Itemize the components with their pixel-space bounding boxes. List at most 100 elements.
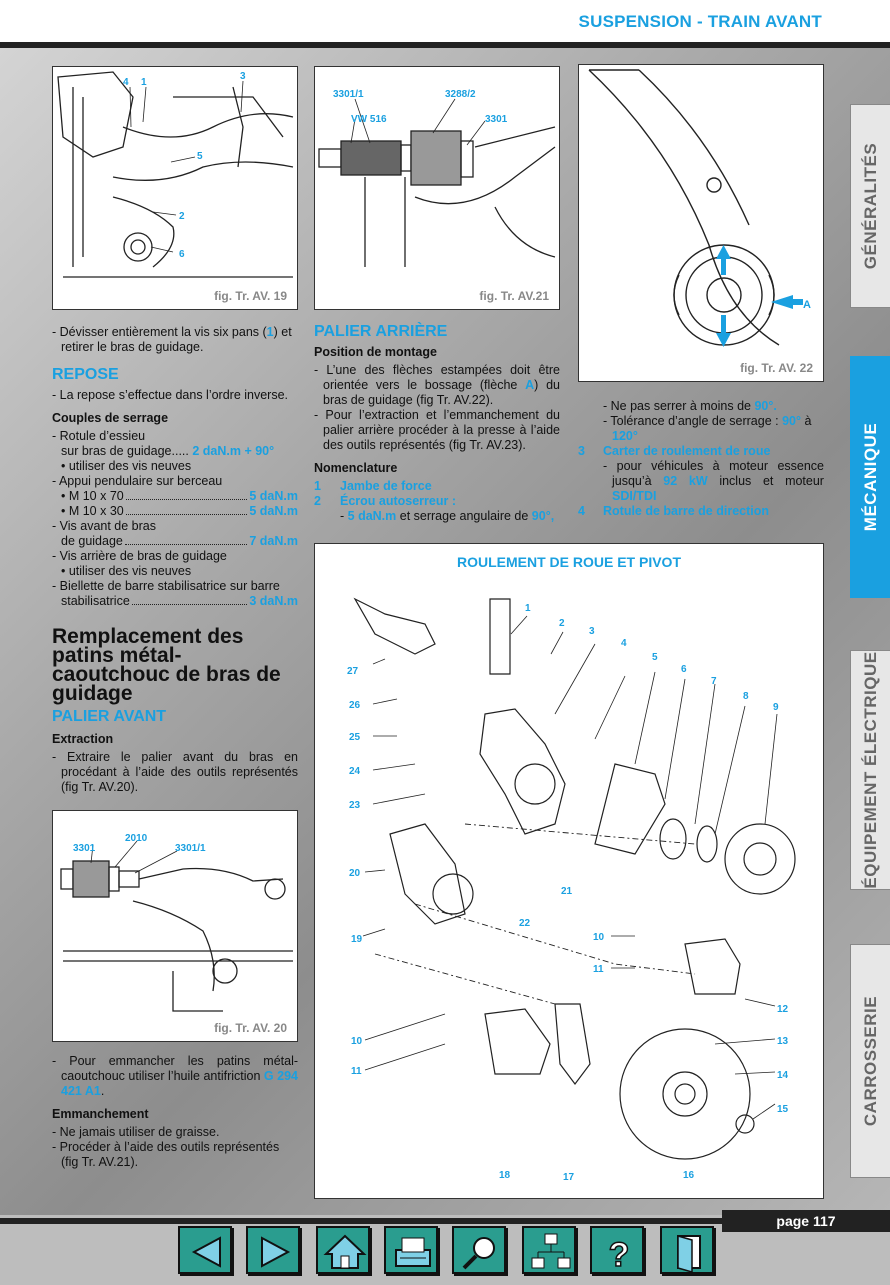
front-bearing-tool-drawing: 2010 3301 3301/1 bbox=[60, 833, 293, 1012]
tab-generalites[interactable]: GÉNÉRALITÉS bbox=[850, 104, 890, 308]
sub-heading: Extraction bbox=[52, 732, 114, 746]
tab-equipement-electrique[interactable]: ÉQUIPEMENT ÉLECTRIQUE bbox=[850, 650, 890, 890]
previous-page-button[interactable] bbox=[178, 1226, 232, 1274]
fig20-label: 3301 bbox=[73, 843, 96, 854]
figure-tr-av-19: 4 1 3 5 2 6 fig. Tr. AV. 19 bbox=[52, 66, 298, 310]
bushing-drawing: A bbox=[588, 69, 811, 347]
diagram-label: 16 bbox=[683, 1170, 695, 1181]
diagram-label: 8 bbox=[743, 691, 749, 702]
fig20-label: 3301/1 bbox=[175, 843, 206, 854]
paragraph: - pour véhicules à moteur essence jusqu’… bbox=[603, 459, 824, 503]
section-heading: PALIER AVANT bbox=[52, 708, 167, 725]
figure-tr-av-20: 2010 3301 3301/1 fig. Tr. AV. 20 bbox=[52, 810, 298, 1042]
tab-label: MÉCANIQUE bbox=[860, 422, 880, 532]
diagram-label: 17 bbox=[563, 1172, 575, 1183]
fig21-label: 3301 bbox=[485, 114, 508, 125]
torque-item: - Appui pendulaire sur berceau bbox=[52, 474, 223, 488]
diagram-label: 15 bbox=[777, 1104, 789, 1115]
diagram-title: ROULEMENT DE ROUE ET PIVOT bbox=[456, 554, 681, 570]
nomenclature-sub: - 5 daN.m et serrage angulaire de 90°, bbox=[340, 509, 555, 523]
diagram-label: 18 bbox=[499, 1170, 511, 1181]
torque-note: • utiliser des vis neuves bbox=[61, 564, 192, 578]
suspension-arm-drawing: 4 1 3 5 2 6 bbox=[57, 71, 294, 278]
fig19-label: 3 bbox=[240, 71, 246, 82]
exit-icon bbox=[677, 1235, 701, 1273]
svg-text:1: 1 bbox=[525, 603, 531, 614]
print-icon bbox=[395, 1237, 431, 1267]
section-heading: PALIER ARRIÈRE bbox=[314, 323, 448, 340]
figure-caption: fig. Tr. AV. 22 bbox=[740, 361, 813, 375]
fig19-label: 6 bbox=[179, 249, 185, 260]
help-button[interactable]: ? bbox=[590, 1226, 644, 1275]
torque-item: - Vis arrière de bras de guidage bbox=[52, 549, 227, 563]
figure-caption: fig. Tr. AV. 20 bbox=[214, 1021, 287, 1035]
diagram-label: 9 bbox=[773, 702, 779, 713]
diagram-label: 21 bbox=[561, 886, 573, 897]
diagram-label: 20 bbox=[349, 868, 361, 879]
fig19-label: 1 bbox=[141, 77, 147, 88]
diagram-label: 5 bbox=[652, 652, 658, 663]
diagram-label: 26 bbox=[349, 700, 361, 711]
torque-item: - Biellette de barre stabilisatrice sur … bbox=[52, 579, 280, 593]
figure-caption: fig. Tr. AV. 19 bbox=[214, 289, 287, 303]
fig19-label: 4 bbox=[123, 77, 129, 88]
diagram-label: 19 bbox=[351, 934, 363, 945]
next-page-button[interactable] bbox=[246, 1226, 300, 1274]
tab-label: ÉQUIPEMENT ÉLECTRIQUE bbox=[860, 651, 880, 889]
help-icon: ? bbox=[608, 1235, 630, 1275]
print-button[interactable] bbox=[384, 1226, 438, 1274]
torque-item: - Rotule d’essieu bbox=[52, 429, 146, 443]
diagram-label: 7 bbox=[711, 676, 717, 687]
diagram-label: 10 bbox=[351, 1036, 363, 1047]
diagram-label: 22 bbox=[519, 918, 531, 929]
diagram-label: 27 bbox=[347, 666, 359, 677]
page-header-title: SUSPENSION - TRAIN AVANT bbox=[578, 12, 822, 31]
figure-tr-av-22: A fig. Tr. AV. 22 bbox=[578, 64, 824, 382]
sub-heading: Couples de serrage bbox=[52, 411, 169, 425]
fig19-label: 2 bbox=[179, 211, 185, 222]
diagram-label: 3 bbox=[589, 626, 595, 637]
diagram-label: 25 bbox=[349, 732, 361, 743]
paragraph: - Extraire le palier avant du bras en pr… bbox=[52, 750, 298, 794]
diagram-label: 11 bbox=[351, 1066, 362, 1077]
diagram-label: 13 bbox=[777, 1036, 789, 1047]
torque-row: sur bras de guidage..... 2 daN.m + 90° bbox=[61, 444, 275, 458]
column-middle: PALIER ARRIÈRE Position de montage - L’u… bbox=[314, 312, 560, 524]
torque-note: • utiliser des vis neuves bbox=[61, 459, 192, 473]
diagram-label: 23 bbox=[349, 800, 361, 811]
fig21-label: 3301/1 bbox=[333, 89, 364, 100]
paragraph: - Tolérance d’angle de serrage : 90° à 1… bbox=[603, 414, 812, 443]
tab-mecanique[interactable]: MÉCANIQUE bbox=[850, 356, 890, 598]
paragraph: - Ne jamais utiliser de graisse. bbox=[52, 1125, 220, 1139]
diagram-label: 14 bbox=[777, 1070, 789, 1081]
paragraph: - Pour emmancher les patins métal-caoutc… bbox=[52, 1054, 299, 1098]
sub-heading: Nomenclature bbox=[314, 461, 398, 475]
sitemap-button[interactable] bbox=[522, 1226, 576, 1274]
home-button[interactable] bbox=[316, 1226, 370, 1274]
wheel-bearing-exploded-view: 1 2 3 4 5 6 7 8 9 10 11 12 13 14 15 16 1… bbox=[347, 597, 796, 1183]
previous-icon bbox=[191, 1236, 221, 1268]
diagram-label: 2 bbox=[559, 618, 565, 629]
paragraph: - Ne pas serrer à moins de 90°. bbox=[603, 399, 777, 413]
figure-caption: fig. Tr. AV.21 bbox=[479, 289, 549, 303]
chapter-title: Remplacement des patins métal-caoutchouc… bbox=[52, 625, 281, 705]
tab-carrosserie[interactable]: CARROSSERIE bbox=[850, 944, 890, 1178]
sitemap-icon bbox=[531, 1233, 571, 1269]
paragraph: - Pour l’extraction et l’emmanchement du… bbox=[314, 408, 560, 452]
section-heading: REPOSE bbox=[52, 366, 119, 383]
diagram-label: 11 bbox=[593, 964, 604, 975]
paragraph: - Dévisser entièrement la vis six pans (… bbox=[52, 325, 292, 354]
diagram-label: 10 bbox=[593, 932, 605, 943]
footer-rule bbox=[0, 1218, 890, 1224]
tab-label: CARROSSERIE bbox=[860, 995, 880, 1127]
fig20-label: 2010 bbox=[125, 833, 148, 844]
search-button[interactable] bbox=[452, 1226, 506, 1274]
sub-heading: Emmanchement bbox=[52, 1107, 149, 1121]
exit-button[interactable] bbox=[660, 1226, 714, 1274]
column-left-bottom: - Pour emmancher les patins métal-caoutc… bbox=[52, 1054, 298, 1170]
